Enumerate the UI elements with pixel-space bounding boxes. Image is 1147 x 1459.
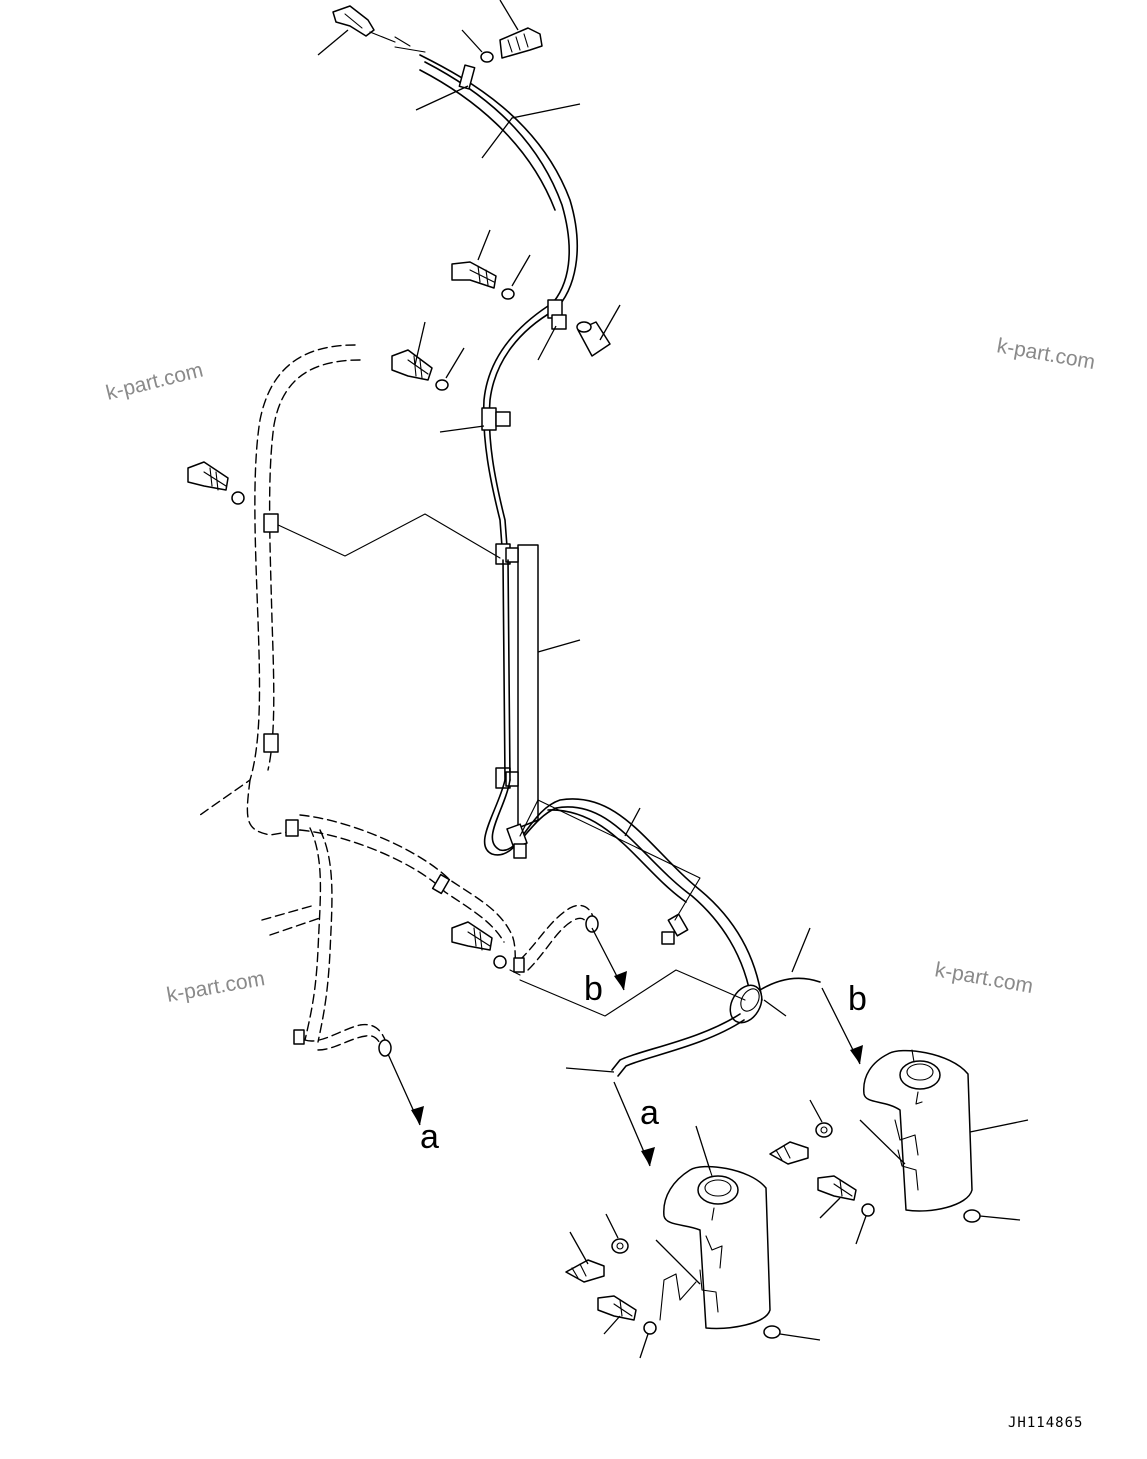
drawing-code: JH114865: [1008, 1415, 1083, 1431]
callout-a-left: a: [420, 1118, 439, 1156]
leader-tie-upper: [275, 513, 501, 559]
left-bolt-washer: [187, 461, 507, 969]
hose-bundle-lower: [483, 779, 763, 1005]
left-tank-fasteners: [565, 1213, 821, 1359]
nozzle-fitting: [317, 5, 426, 56]
watermark-3: k-part.com: [165, 967, 267, 1007]
top-bolt: [461, 0, 543, 63]
watermark-1: k-part.com: [104, 359, 206, 405]
callout-b-right: b: [848, 980, 867, 1018]
callout-a-right: a: [640, 1094, 659, 1132]
right-tank-fasteners: [769, 1099, 1021, 1245]
washer-tank-left: [655, 1125, 771, 1330]
arrow-a-upper-left: [387, 1053, 424, 1126]
mid-bolts: [391, 229, 531, 391]
hose-protector-sleeve: [495, 543, 581, 829]
arrow-b-left: [591, 927, 627, 991]
hose-bundle-middle: [439, 299, 621, 561]
callout-b-left: b: [584, 970, 603, 1008]
hose-bundle-upper: [415, 54, 581, 311]
existing-hose-dashed: [199, 344, 599, 1057]
washer-tank-right: [859, 1049, 1029, 1212]
watermark-4: k-part.com: [933, 958, 1035, 998]
arrow-b-right: [821, 987, 863, 1065]
arrow-a-right: [613, 1081, 655, 1167]
watermark-2: k-part.com: [995, 334, 1097, 374]
hose-tee-junction: [509, 927, 821, 1077]
